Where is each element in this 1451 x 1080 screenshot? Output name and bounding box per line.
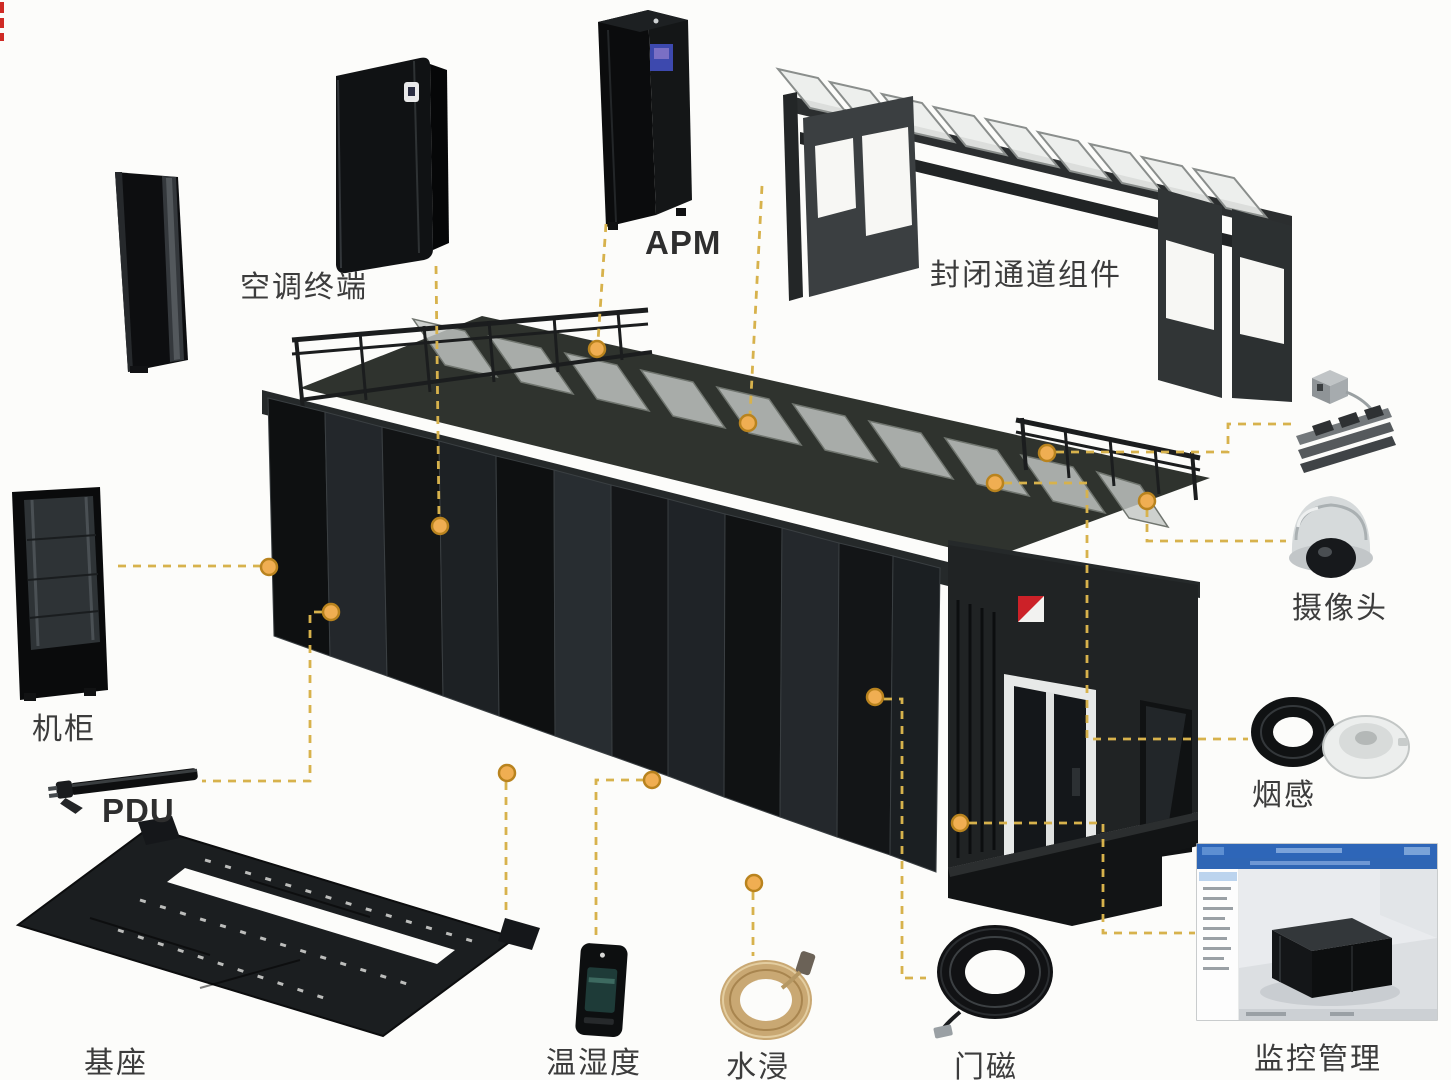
container-end-face: [948, 545, 1198, 886]
monitoring-window: [1196, 843, 1438, 1021]
container-module: [262, 307, 1210, 926]
connector-monitoring: [969, 821, 1195, 935]
rack-cabinet-icon: [12, 487, 108, 701]
roof-skylight-slats: [411, 317, 1170, 529]
camera-icon: [1289, 496, 1373, 578]
connector-smoke: [1004, 481, 1248, 741]
water-leak-cable-icon: [720, 951, 816, 1040]
container-base-step: [948, 812, 1198, 926]
door-magnet-cable-icon: [933, 925, 1053, 1039]
container-front-face: [267, 397, 941, 873]
connector-door-magnet: [884, 697, 926, 980]
connector-temp-humidity: [594, 778, 644, 936]
ac-terminal-icon: [336, 57, 449, 274]
connector-lines: [118, 185, 1298, 980]
base-frame-icon: [15, 816, 540, 1038]
server-cabinet-icon: [115, 172, 188, 373]
connector-ac-terminal: [434, 265, 441, 519]
temp-humidity-sensor-icon: [575, 943, 628, 1038]
connector-camera: [1145, 509, 1286, 543]
enclosed-channel-icon: [775, 67, 1292, 402]
connector-dots: [259, 339, 1157, 893]
pdu-icon: [48, 768, 198, 814]
apm-rack-icon: [598, 10, 692, 230]
cable-junction-icon: [1296, 370, 1396, 473]
connector-cable-device: [1056, 422, 1298, 454]
connector-pdu: [202, 610, 322, 783]
edge-artifact: [0, 2, 4, 41]
connector-apm: [596, 223, 608, 342]
smoke-sensor-icon: [1251, 697, 1410, 779]
